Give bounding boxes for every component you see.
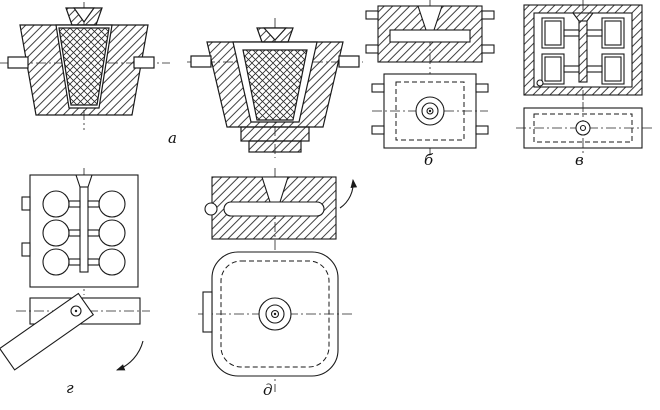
runner-channel xyxy=(79,186,89,273)
mold-b-section-view xyxy=(365,5,495,63)
sprue-funnel xyxy=(261,176,289,203)
mold-d-plan-view xyxy=(198,251,352,377)
sprue-bushing xyxy=(270,309,280,319)
mold-v-bottom-view xyxy=(516,102,652,156)
sprue-bushing xyxy=(421,102,439,120)
figure-label-g: г xyxy=(66,379,74,397)
runner-stub xyxy=(87,229,100,237)
runner-stub xyxy=(68,200,81,208)
sprue-bushing xyxy=(265,304,285,324)
cavity-circle xyxy=(98,190,126,218)
sprue-notch xyxy=(72,7,96,24)
cavity-slot-inner xyxy=(544,56,562,82)
side-tab xyxy=(202,291,213,333)
guide-pin xyxy=(371,125,385,135)
cavity-circle xyxy=(42,248,70,276)
trunnion-pin xyxy=(190,55,212,68)
guide-pin xyxy=(481,44,495,54)
hinge-pin xyxy=(204,202,218,216)
guide-pin xyxy=(475,83,489,93)
runner-stubs xyxy=(563,29,603,73)
pattern-core xyxy=(58,27,110,106)
locating-hole xyxy=(536,79,544,87)
cavity-circle xyxy=(42,190,70,218)
rotation-arrow xyxy=(339,178,358,209)
sprue-bushing xyxy=(575,120,591,136)
fig-d-mold xyxy=(198,168,358,392)
trunnion-pin xyxy=(133,56,155,69)
mold-g-bar-views xyxy=(0,292,150,371)
sprue-channel xyxy=(578,20,588,83)
sprue-bushing xyxy=(426,107,434,115)
cavity-band xyxy=(389,29,471,43)
bottom-block xyxy=(248,140,302,153)
runner-stub xyxy=(68,229,81,237)
sprue-funnel xyxy=(417,5,443,31)
fig-a-split-mold-sections xyxy=(0,2,363,158)
fig-b-mold xyxy=(365,0,495,156)
side-tab xyxy=(21,196,31,211)
guide-pin xyxy=(481,10,495,20)
cavity-circle xyxy=(98,219,126,247)
runner-stub xyxy=(563,29,580,37)
guide-pin xyxy=(365,44,379,54)
center-dot xyxy=(428,109,432,113)
mold-v-front-view xyxy=(523,4,643,96)
guide-pin xyxy=(371,83,385,93)
cavity-slot-inner xyxy=(604,20,622,46)
pattern-core xyxy=(242,49,308,121)
mold-b-plan-view xyxy=(371,73,489,149)
fig-g-mold xyxy=(0,168,150,371)
guide-pin xyxy=(475,125,489,135)
swung-bar xyxy=(0,292,95,371)
cavity-circles xyxy=(42,190,126,276)
center-dot xyxy=(273,312,277,316)
mold-d-section-view xyxy=(204,176,358,240)
runner-stubs xyxy=(68,200,100,266)
fig-v-mold xyxy=(516,0,652,156)
runner-stub xyxy=(68,258,81,266)
runner-stub xyxy=(87,200,100,208)
bottom-block xyxy=(240,126,310,142)
figure-label-a: а xyxy=(168,129,177,147)
sprue-bushing xyxy=(579,124,587,132)
trunnion-pin xyxy=(338,55,360,68)
runner-stub xyxy=(563,65,580,73)
cavity-slot-inner xyxy=(604,56,622,82)
side-tab xyxy=(21,242,31,257)
guide-pin xyxy=(365,10,379,20)
rotation-arrow xyxy=(115,340,144,371)
runner-stub xyxy=(586,65,603,73)
cavity-circle xyxy=(98,248,126,276)
figure-label-d: д xyxy=(263,381,273,399)
sprue-notch xyxy=(262,27,288,41)
cavity-slots xyxy=(541,17,625,85)
runner-stub xyxy=(586,29,603,37)
trunnion-pin xyxy=(7,56,29,69)
runner-stub xyxy=(87,258,100,266)
figure-label-b: б xyxy=(424,151,434,169)
mold-g-plate-view xyxy=(21,174,139,288)
pivot-dot xyxy=(74,309,78,313)
mold-a-right-section xyxy=(187,18,363,158)
cavity-slot-inner xyxy=(544,20,562,46)
cavity-band xyxy=(223,201,325,217)
figure-label-v: в xyxy=(575,151,584,169)
mold-a-left-section xyxy=(0,2,170,130)
cavity-circle xyxy=(42,219,70,247)
